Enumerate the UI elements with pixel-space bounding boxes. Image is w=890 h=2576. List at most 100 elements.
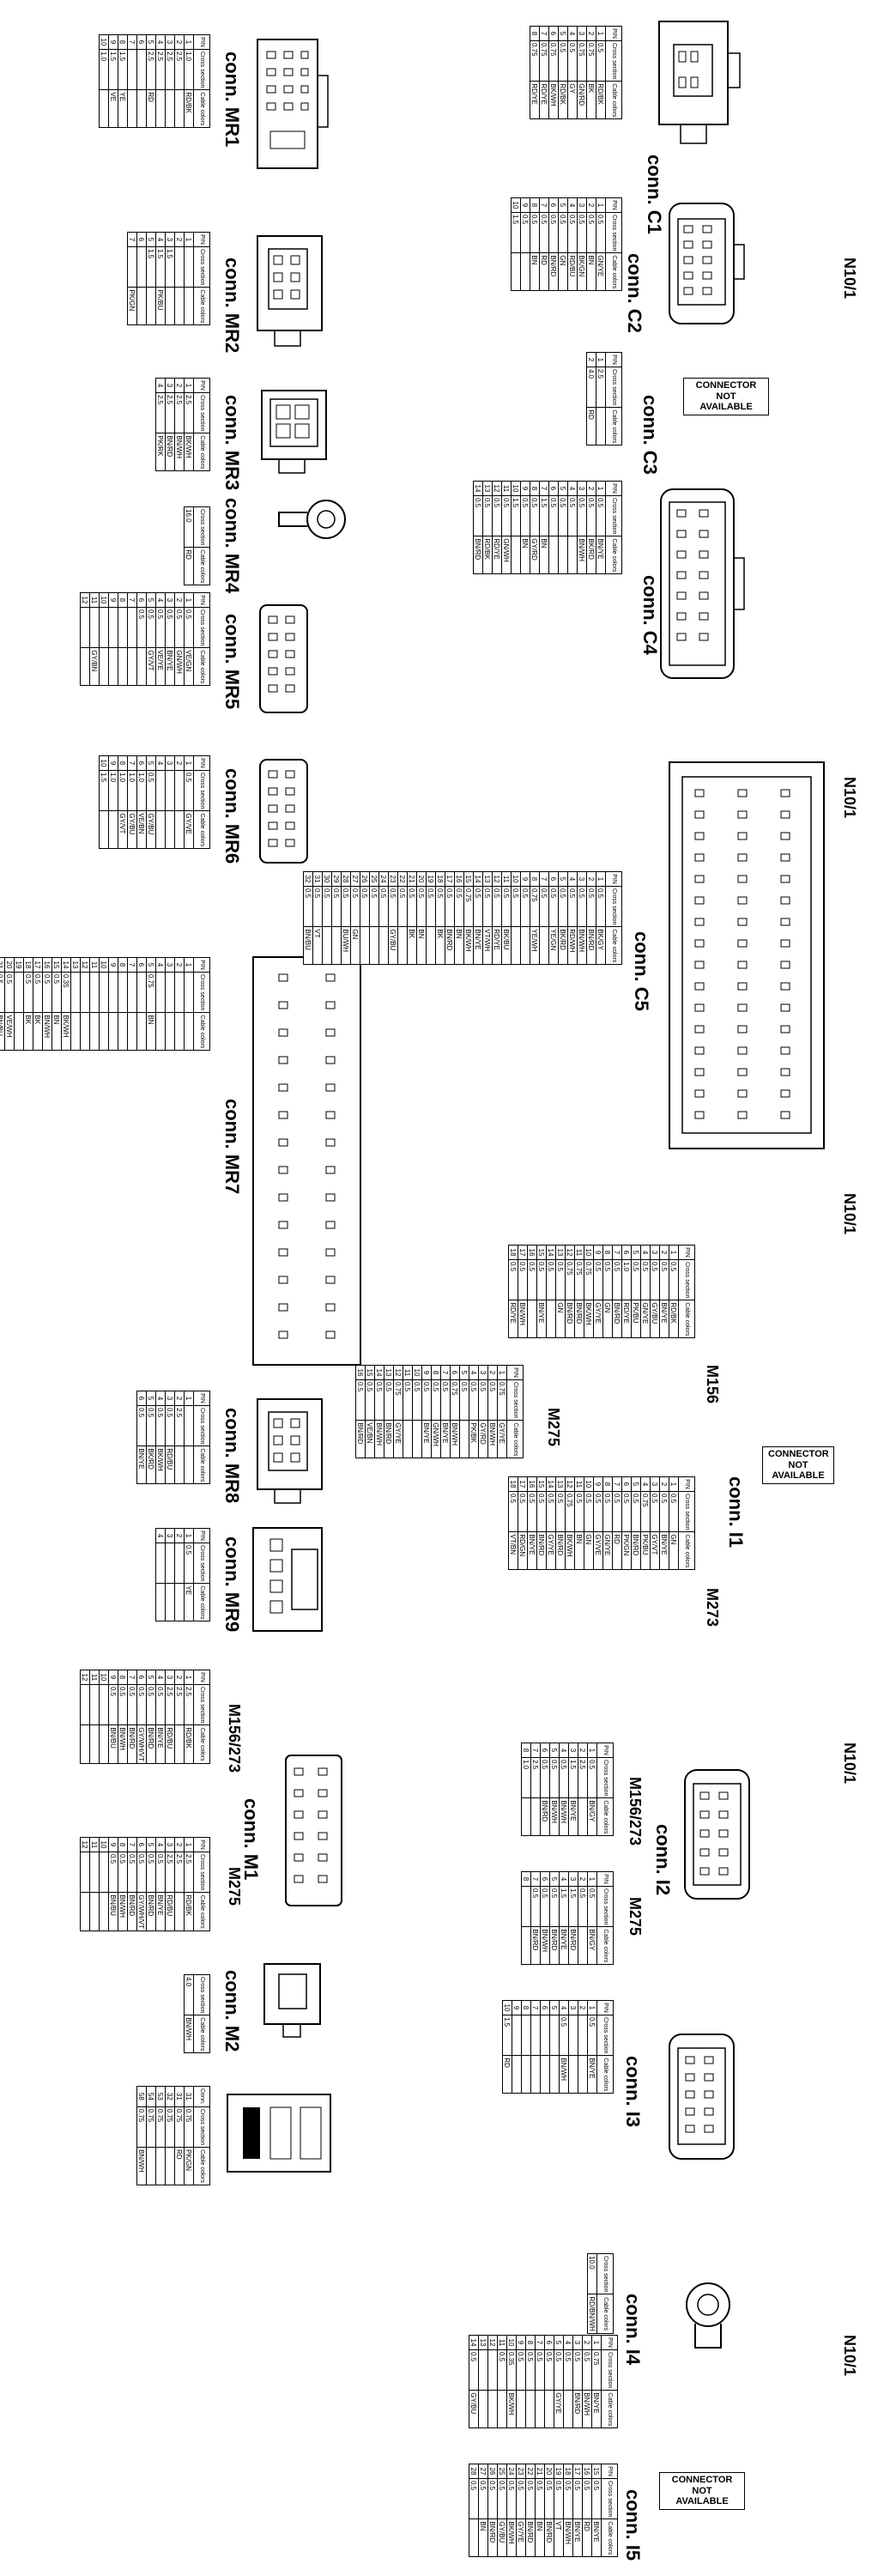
table-cell: BN/WH [577,536,587,574]
table-cell: 5 [549,1871,560,1887]
table-cell: 5 [146,232,156,247]
table-cell: BN/WH [136,2147,147,2185]
table-cell: 12 [80,957,90,973]
table-cell: 0.5 [530,212,540,253]
column-header: Cable colors [193,1892,210,1931]
table-cell: RD/YE [508,1300,518,1338]
table-cell: 11 [89,957,100,973]
table-cell: 17 [33,957,43,973]
table-cell: 12 [487,2335,498,2350]
table-row: 12 [80,957,90,1051]
table-cell: 0.5 [572,2349,583,2391]
table-cell: 0.5 [378,886,389,927]
table-cell: GY/VT [650,1531,660,1570]
table-cell: 12 [565,1476,575,1492]
table-cell: 3 [165,1837,175,1852]
table-cell: 4 [155,232,166,247]
table-cell: 3 [478,1365,488,1380]
table-cell: 4 [469,1365,479,1380]
table-cell: 17 [518,1245,528,1260]
section-label: N10/1 [841,1743,858,1785]
table-cell: BK [407,926,417,965]
table-cell: 0.5 [184,1543,194,1584]
table-cell: 1 [591,2335,602,2350]
table-cell: 0.75 [165,2106,175,2148]
table-cell: BN/WH [577,926,587,965]
table-cell: 2 [174,1528,185,1543]
table-cell [520,252,530,291]
table-row: 10 [99,1670,109,1764]
table-cell [127,972,137,1013]
table-cell [530,1797,541,1836]
column-header: Cross section [605,886,622,927]
table-cell: 16 [527,1245,537,1260]
table-cell: 13 [70,957,81,973]
table-cell [127,246,137,288]
table-cell: VE/BN [365,1420,375,1458]
table-cell: 0.5 [435,886,445,927]
table-cell: 3 [568,2000,578,2015]
label-conn-c1: conn. C1 [644,155,665,234]
table-cell: 4 [155,378,166,393]
table-cell: GN/WH [501,536,512,574]
table-cell: VE/GN [184,647,194,686]
table-cell: 0.75 [539,40,549,82]
table-cell: BK [33,1012,43,1051]
table-cell: 0.5 [527,1491,537,1532]
table-cell [99,1012,109,1051]
table-cell: 5 [631,1476,641,1492]
table-cell: PK/GN [127,287,137,325]
label-conn-c3: conn. C3 [639,395,661,475]
table-cell: VE [108,89,118,128]
table-cell: 24 [378,871,389,887]
table-cell: GY/BU [469,2390,479,2428]
table-cell: 0.5 [539,212,549,253]
table-cell: 0.5 [421,1379,432,1421]
column-header: Conn. [193,2086,210,2107]
column-header: PIN [193,1837,210,1852]
table-cell: 15 [536,1476,547,1492]
table-cell: 0.5 [558,886,568,927]
table-cell: BK [23,1012,33,1051]
table-cell: 11 [89,592,100,608]
table-cell: 0.5 [146,1852,156,1893]
table-cell [567,536,578,574]
table-cell: YE [118,89,128,128]
table-cell: 0.5 [146,1405,156,1446]
table-cell [568,2015,578,2056]
table-cell [99,1892,109,1931]
table-cell: RD/YE [621,1300,632,1338]
table-cell: 3 [577,197,587,213]
table-cell: 0.5 [445,886,455,927]
